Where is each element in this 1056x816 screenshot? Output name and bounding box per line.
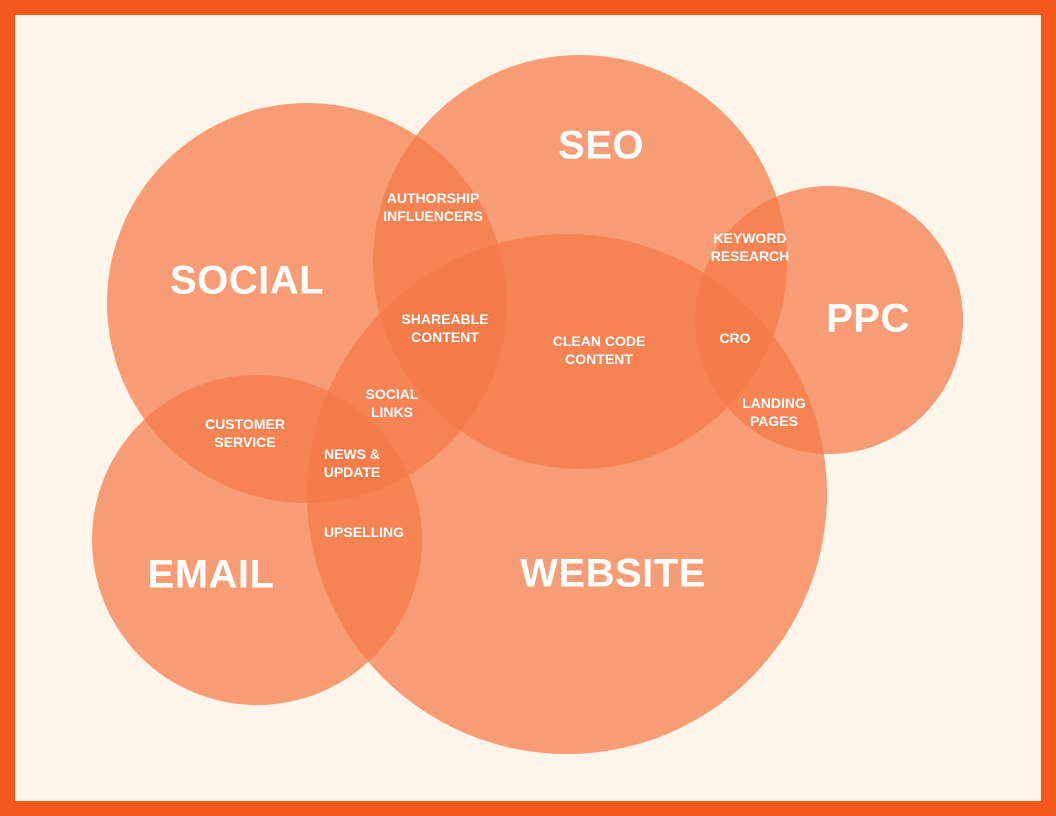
label-cro: CRO <box>719 330 751 346</box>
label-social: SOCIAL <box>169 258 325 303</box>
label-seo: SEO <box>558 123 644 168</box>
circle-email <box>92 375 422 705</box>
label-news-update: NEWS &UPDATE <box>323 446 381 480</box>
label-ppc: PPC <box>826 296 910 341</box>
circle-website <box>307 234 827 754</box>
label-website: WEBSITE <box>520 551 706 596</box>
label-upselling: UPSELLING <box>323 524 405 540</box>
label-email: EMAIL <box>147 552 275 597</box>
